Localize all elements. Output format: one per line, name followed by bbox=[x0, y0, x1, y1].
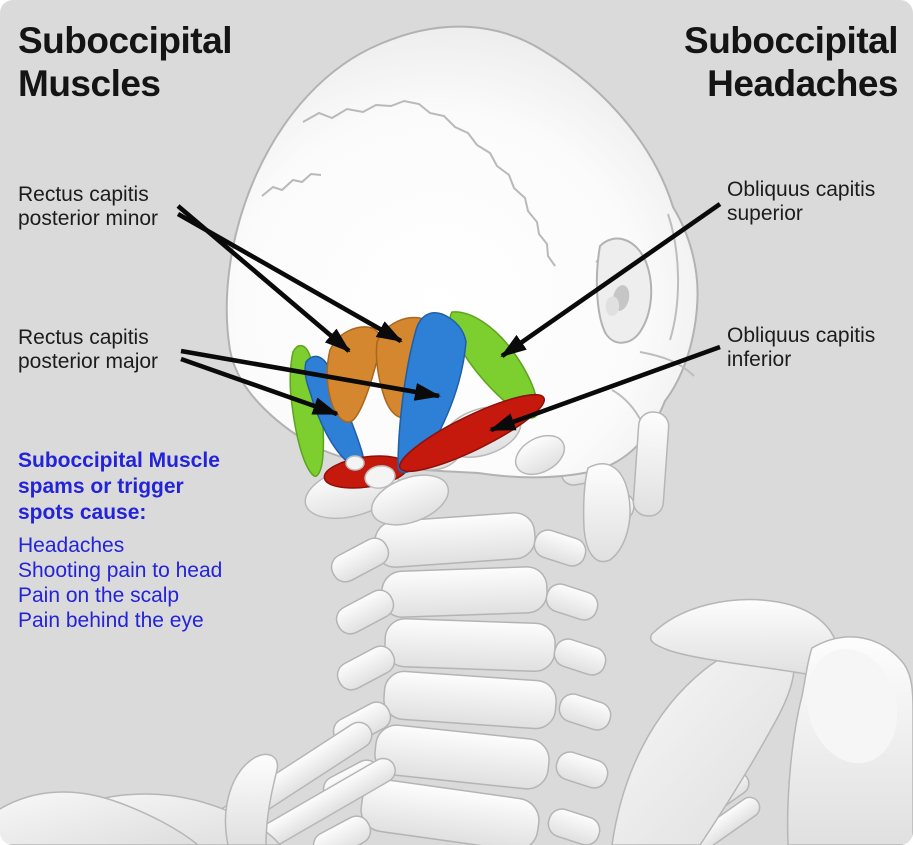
title-left: Suboccipital Muscles bbox=[18, 20, 232, 104]
label-obliquus-capitis-inferior: Obliquus capitis inferior bbox=[727, 324, 876, 371]
arrow-major-to-left-blue bbox=[180, 356, 339, 417]
mandible bbox=[582, 411, 670, 563]
arrow-inferior-to-red bbox=[489, 344, 721, 433]
right-shoulder-bones bbox=[611, 598, 913, 845]
label-rectus-capitis-posterior-minor: Rectus capitis posterior minor bbox=[18, 183, 159, 230]
label-obliquus-capitis-superior: Obliquus capitis superior bbox=[727, 178, 876, 225]
symptom-item: Headaches bbox=[18, 534, 125, 557]
symptom-item: Pain behind the eye bbox=[18, 609, 204, 632]
title-right: Suboccipital Headaches bbox=[684, 20, 898, 104]
cervical-spine bbox=[312, 419, 635, 845]
symptom-item: Shooting pain to head bbox=[18, 559, 223, 582]
symptoms-list: Headaches Shooting pain to head Pain on … bbox=[18, 533, 222, 633]
symptoms-heading: Suboccipital Muscle spams or trigger spo… bbox=[18, 449, 220, 524]
atlas-spinous-process bbox=[364, 465, 396, 489]
left-shoulder-bones bbox=[0, 721, 396, 845]
symptom-item: Pain on the scalp bbox=[18, 584, 180, 607]
arrow-major-to-center-blue bbox=[180, 348, 441, 401]
atlas-tubercle bbox=[345, 455, 365, 471]
arrow-minor-to-right-orange bbox=[176, 212, 403, 343]
arrow-superior-to-green bbox=[500, 202, 722, 358]
scapula bbox=[611, 643, 795, 845]
ear bbox=[595, 237, 653, 344]
label-rectus-capitis-posterior-major: Rectus capitis posterior major bbox=[18, 326, 159, 373]
annotation-arrows bbox=[176, 202, 722, 433]
skull bbox=[225, 25, 699, 563]
